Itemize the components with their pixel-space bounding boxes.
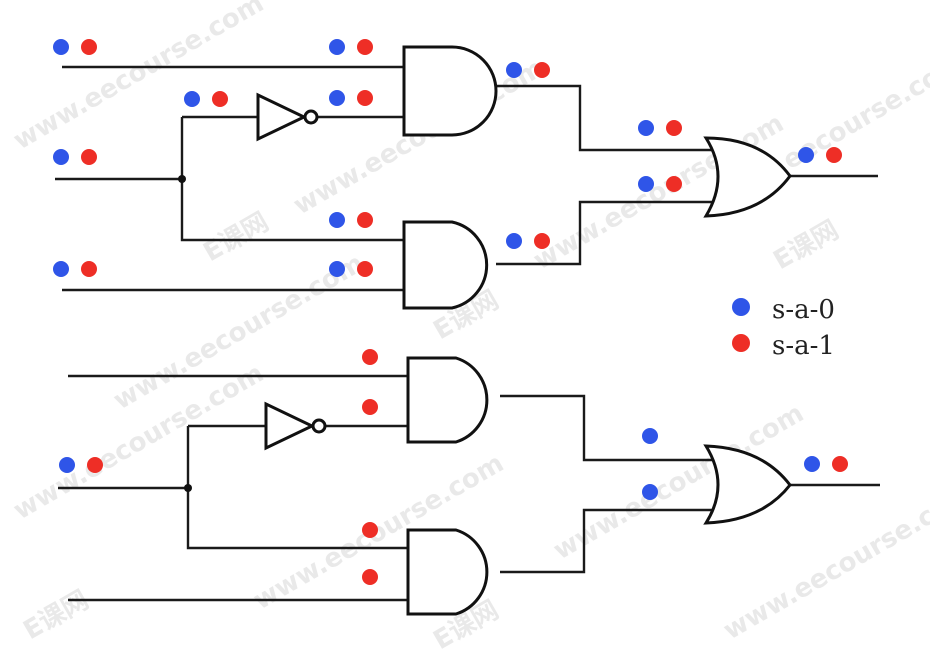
and-gate-2: [406, 528, 489, 616]
fault-sa0: [329, 261, 345, 277]
fault-sa0: [642, 484, 658, 500]
junction-dot: [184, 484, 192, 492]
fault-sa0: [329, 212, 345, 228]
fault-sa0: [53, 39, 69, 55]
and-gate-1: [402, 45, 498, 137]
fault-sa0: [506, 233, 522, 249]
fault-sa0: [798, 147, 814, 163]
and-gate-2: [402, 220, 489, 310]
wire-branch-not: [180, 115, 258, 179]
wire-and2-out: [500, 508, 722, 574]
watermark-text: E课网: [199, 207, 274, 268]
fault-sa0: [53, 149, 69, 165]
fault-sa0: [329, 39, 345, 55]
fault-sa1: [362, 522, 378, 538]
fault-sa1: [832, 456, 848, 472]
wire-and1-out: [496, 84, 720, 152]
and-gate-1: [406, 356, 489, 444]
fault-sa1: [362, 399, 378, 415]
fault-sa1: [362, 349, 378, 365]
fault-sa1: [81, 39, 97, 55]
fault-markers-top: [53, 39, 842, 277]
circuit-top: [53, 39, 878, 310]
legend-sa1-label: s-a-1: [772, 331, 835, 361]
wire-branch-not: [186, 424, 266, 488]
watermark-text: www.eecourse.com: [9, 0, 270, 156]
not-bubble: [303, 109, 319, 125]
wire-and1-out: [500, 394, 722, 462]
fault-sa1: [357, 39, 373, 55]
watermark-text: E课网: [769, 215, 844, 276]
legend-sa0-label: s-a-0: [772, 295, 835, 325]
fault-sa1: [534, 233, 550, 249]
watermark-text: E课网: [19, 585, 94, 646]
fault-sa1: [357, 261, 373, 277]
fault-sa0: [59, 457, 75, 473]
fault-sa0: [53, 261, 69, 277]
fault-sa1: [666, 176, 682, 192]
fault-sa1: [81, 261, 97, 277]
fault-sa0: [184, 91, 200, 107]
fault-sa1: [826, 147, 842, 163]
junction-dot: [178, 175, 186, 183]
wire-branch-and2: [186, 488, 408, 550]
fault-sa0: [804, 456, 820, 472]
not-gate: [264, 401, 316, 451]
not-gate: [256, 92, 308, 142]
fault-sa1: [362, 569, 378, 585]
or-gate: [703, 444, 792, 525]
fault-sa1: [534, 62, 550, 78]
legend: s-a-0 s-a-1: [732, 295, 835, 361]
fault-markers-bottom: [59, 349, 848, 585]
or-gate: [703, 136, 792, 218]
fault-sa1: [357, 212, 373, 228]
circuit-bottom: [58, 349, 880, 616]
fault-sa0: [638, 176, 654, 192]
wire-and2-out: [496, 200, 720, 266]
fault-sa1: [357, 90, 373, 106]
fault-sa1: [87, 457, 103, 473]
legend-sa1-dot: [732, 334, 750, 352]
fault-sa0: [638, 120, 654, 136]
fault-sa0: [329, 90, 345, 106]
fault-sa0: [506, 62, 522, 78]
fault-sa1: [212, 91, 228, 107]
not-bubble: [311, 418, 327, 434]
legend-sa0-dot: [732, 298, 750, 316]
fault-sa1: [666, 120, 682, 136]
fault-sa1: [81, 149, 97, 165]
wire-branch-and2: [180, 179, 404, 242]
fault-sa0: [642, 428, 658, 444]
